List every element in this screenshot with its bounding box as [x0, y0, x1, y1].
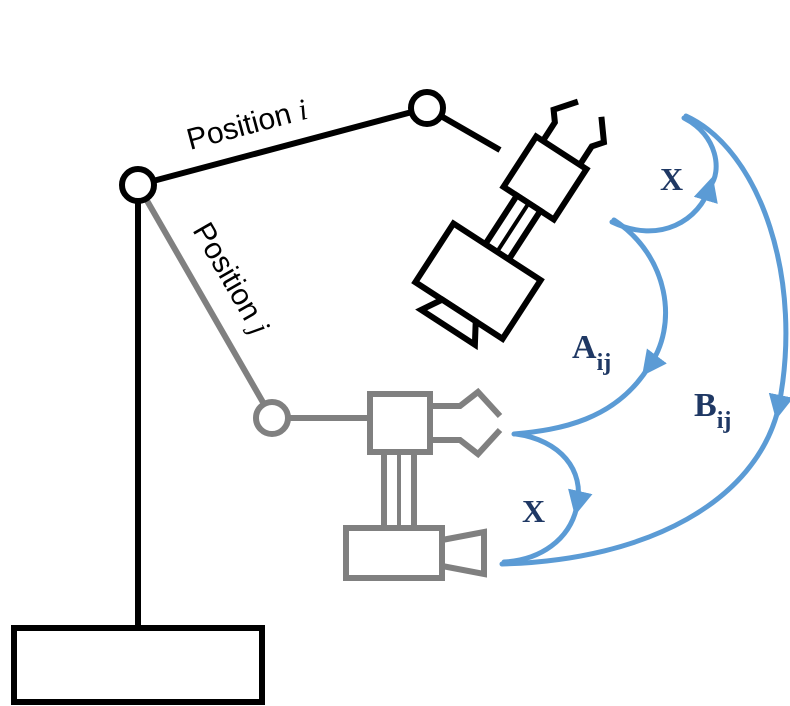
tool-assembly-i [411, 98, 608, 351]
label-b-ij: Bij [694, 387, 731, 434]
label-x-bottom: X [522, 493, 545, 529]
arrow-b-ij [683, 113, 790, 420]
arm-link-i [137, 105, 428, 188]
arrow-a-ij [611, 217, 669, 377]
elbow-joint-i-icon [408, 89, 446, 127]
arrow-a-ij-lead [511, 365, 651, 437]
arrow-x-bottom [513, 431, 593, 516]
gripper-i-icon [540, 98, 608, 167]
shoulder-joint-icon [119, 166, 157, 204]
tool-assembly-j [343, 387, 503, 581]
gripper-j-icon [430, 387, 503, 459]
arm-link-j [135, 183, 275, 420]
label-position-j: Position j [186, 217, 276, 340]
robot-base [11, 625, 265, 705]
wrist-block-j [367, 391, 433, 455]
camera-i-icon [411, 219, 545, 351]
camera-j-icon [343, 525, 487, 581]
arrow-x-bottom-lead [501, 503, 580, 565]
label-a-ij: Aij [572, 329, 611, 376]
arrow-b-ij-lead [499, 407, 781, 567]
arrow-x-top-lead [681, 115, 719, 189]
elbow-joint-j-icon [253, 399, 291, 437]
label-position-i: Position i [183, 93, 311, 157]
label-x-top: X [660, 161, 683, 197]
